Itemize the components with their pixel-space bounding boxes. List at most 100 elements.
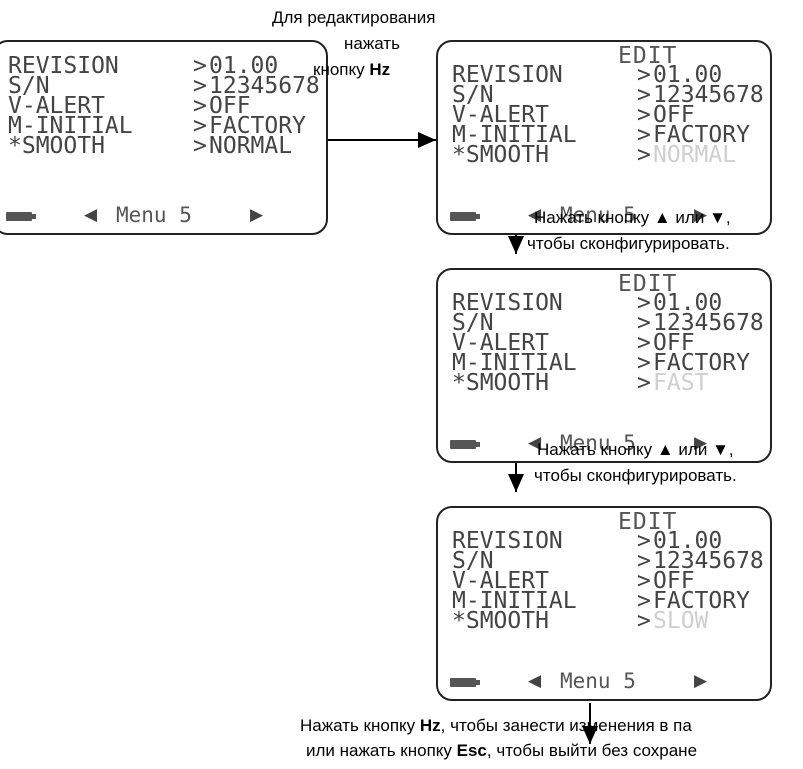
lcd-row: S/N >12345678: [452, 82, 764, 108]
lcd-rows: REVISION>01.00 S/N>12345678 V-ALERT>OFF …: [8, 53, 320, 159]
lcd-row: S/N >12345678: [8, 73, 320, 99]
row-value: FACTORY: [653, 350, 750, 376]
lcd-row: REVISION >01.00: [452, 62, 764, 88]
row-label: *SMOOTH: [452, 608, 549, 634]
note-edit-press: нажать: [344, 34, 400, 53]
row-value: OFF: [653, 102, 695, 128]
row-value: 01.00: [209, 53, 279, 79]
lcd-row: *SMOOTH>NORMAL: [452, 142, 764, 168]
note-key-hz: Hz: [369, 60, 391, 79]
separator: >: [193, 93, 207, 119]
lcd-row: *SMOOTH >NORMAL: [8, 133, 320, 159]
row-value: 01.00: [653, 62, 723, 88]
separator: >: [637, 310, 651, 336]
row-value: OFF: [653, 330, 695, 356]
separator: >: [193, 113, 207, 139]
separator: >: [637, 122, 651, 148]
row-label: V-ALERT: [452, 330, 549, 356]
lcd-row: M-INITIAL>FACTORY: [452, 350, 764, 376]
row-label: V-ALERT: [452, 568, 549, 594]
row-label: *SMOOTH: [452, 142, 549, 168]
lcd-row: M-INITIAL >FACTORY: [452, 122, 764, 148]
lcd-row: REVISION >01.00: [452, 290, 764, 316]
row-value: FACTORY: [653, 588, 750, 614]
row-label: M-INITIAL: [452, 350, 577, 376]
separator: >: [193, 133, 207, 159]
separator: >: [637, 330, 651, 356]
row-label: M-INITIAL: [452, 588, 577, 614]
row-label: REVISION: [8, 53, 119, 79]
separator: >: [637, 290, 651, 316]
note-edit-button: кнопку Hz: [313, 58, 390, 81]
battery-icon: [450, 440, 480, 449]
edit-indicator: EDIT: [618, 271, 678, 297]
note-step2-line1: Нажать кнопку ▲ или ▼,: [537, 440, 734, 459]
note-text: или нажать кнопку: [306, 741, 457, 760]
battery-icon: [450, 678, 480, 687]
note-final-line1: Нажать кнопку Hz, чтобы занести изменени…: [300, 714, 692, 737]
edit-indicator: EDIT: [618, 43, 678, 69]
lcd-row: V-ALERT >OFF: [452, 330, 764, 356]
note-key-esc: Esc: [456, 741, 487, 760]
row-value: OFF: [209, 93, 251, 119]
row-value: 01.00: [653, 528, 723, 554]
separator: >: [193, 73, 207, 99]
left-arrow-icon: ◀: [528, 671, 542, 690]
lcd-row: S/N>12345678: [452, 548, 764, 574]
row-label: REVISION: [452, 290, 563, 316]
row-value: 12345678: [653, 310, 764, 336]
row-label: REVISION: [452, 62, 563, 88]
lcd-row: REVISION>01.00: [452, 528, 764, 554]
note-text: Нажать кнопку: [300, 716, 420, 735]
row-label: S/N: [452, 310, 494, 336]
note-step1-line2: чтобы сконфигурировать.: [527, 234, 730, 253]
lcd-row: M-INITIAL >FACTORY: [452, 588, 764, 614]
note-edit-title: Для редактирования: [272, 8, 436, 27]
lcd-row: *SMOOTH >SLOW: [452, 608, 764, 634]
lcd-footer: ◀ Menu 5 ▶: [0, 203, 326, 227]
lcd-rows: REVISION>01.00 S/N>12345678 V-ALERT>OFF …: [452, 290, 764, 396]
row-value-editing: SLOW: [653, 608, 709, 634]
row-label: M-INITIAL: [452, 122, 577, 148]
lcd-row: M-INITIAL >FACTORY: [8, 113, 320, 139]
lcd-footer: ◀ Menu 5 ▶: [438, 431, 770, 455]
row-label: *SMOOTH: [8, 133, 105, 159]
row-value: OFF: [653, 568, 695, 594]
edit-indicator: EDIT: [618, 509, 678, 535]
right-arrow-icon: ▶: [694, 671, 708, 690]
note-text: , чтобы выйти без сохране: [486, 741, 698, 760]
separator: >: [637, 588, 651, 614]
row-value: 12345678: [653, 82, 764, 108]
separator: >: [637, 62, 651, 88]
separator: >: [637, 102, 651, 128]
battery-icon: [450, 212, 480, 221]
separator: >: [637, 608, 651, 634]
lcd-screen-edit-fast: EDIT REVISION >01.00 S/N >12345678 V-ALERT…: [436, 268, 772, 463]
separator: >: [637, 548, 651, 574]
lcd-screen-edit-slow: EDIT REVISION>01.00 S/N>12345678 V-ALERT…: [436, 506, 772, 701]
separator: >: [637, 142, 651, 168]
note-key-hz: Hz: [419, 716, 441, 735]
row-label: S/N: [8, 73, 50, 99]
row-value-editing: FAST: [653, 370, 709, 396]
menu-label: Menu 5: [560, 669, 636, 693]
row-value: 12345678: [209, 73, 320, 99]
row-value: FACTORY: [653, 122, 750, 148]
row-value: 01.00: [653, 290, 723, 316]
separator: >: [637, 528, 651, 554]
row-value: FACTORY: [209, 113, 306, 139]
separator: >: [193, 53, 207, 79]
note-text: кнопку: [313, 60, 370, 79]
lcd-footer: ◀ Menu 5 ▶: [438, 669, 770, 693]
lcd-row: REVISION >01.00: [8, 53, 320, 79]
menu-label: Menu 5: [560, 431, 636, 455]
lcd-screen-edit-normal: EDIT REVISION>01.00 S/N>12345678 V-ALERT…: [436, 40, 772, 235]
right-arrow-icon: ▶: [694, 205, 708, 224]
row-label: S/N: [452, 82, 494, 108]
row-label: M-INITIAL: [8, 113, 133, 139]
row-label: S/N: [452, 548, 494, 574]
separator: >: [637, 82, 651, 108]
menu-label: Menu 5: [116, 203, 192, 227]
row-value: NORMAL: [209, 133, 293, 159]
row-label: *SMOOTH: [452, 370, 549, 396]
